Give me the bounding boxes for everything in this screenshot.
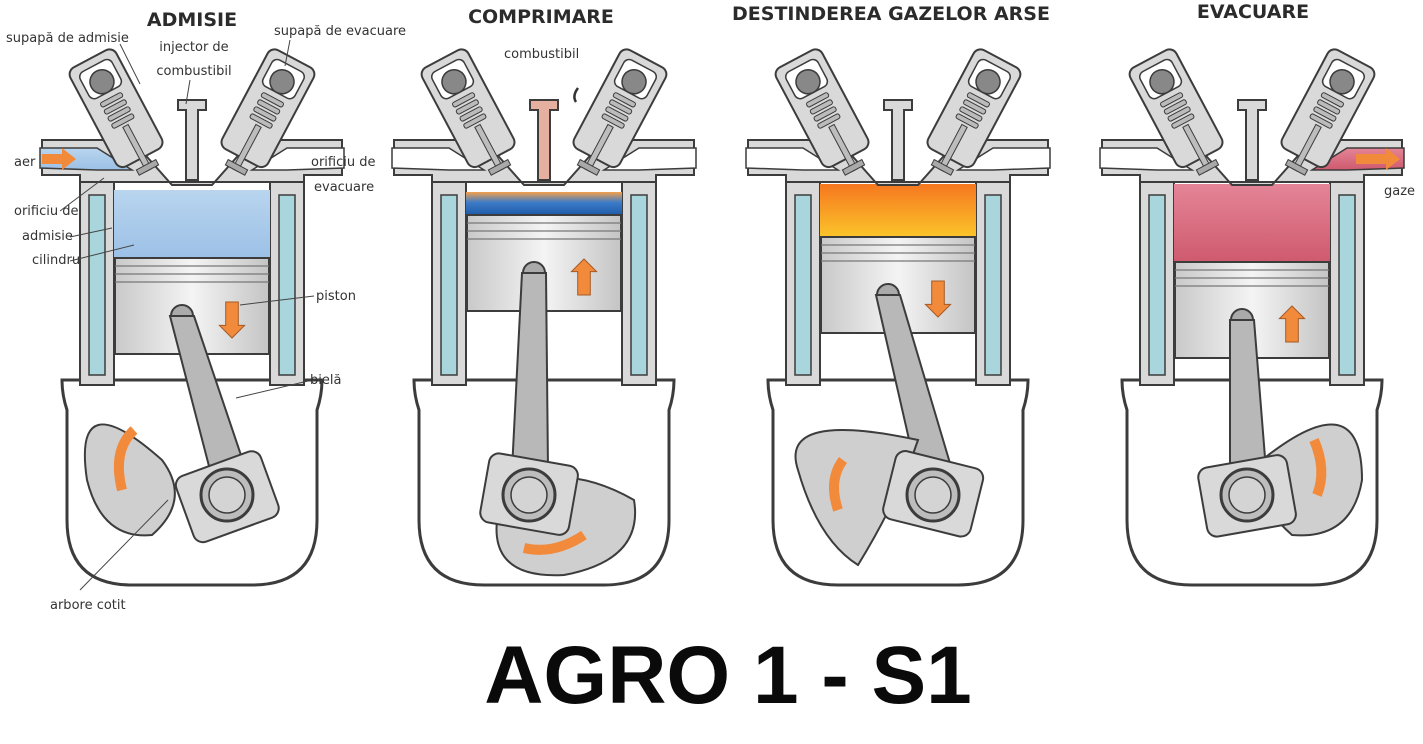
fuel-injector <box>177 99 207 181</box>
label-exhaust-port-1: orificiu de <box>311 155 375 170</box>
chamber-gas <box>820 184 976 237</box>
title-power: DESTINDEREA GAZELOR ARSE <box>732 3 1050 25</box>
exhaust-valve-assembly <box>572 48 668 176</box>
coolant-left <box>794 194 812 376</box>
title-exhaust: EVACUARE <box>1197 1 1309 23</box>
label-air: aer <box>14 155 36 170</box>
rotation-arrow-icon <box>1309 438 1327 497</box>
leader-lines <box>59 39 315 591</box>
fuel-injector <box>1237 99 1267 181</box>
intake-port <box>391 147 487 171</box>
exhaust-valve-assembly <box>1280 48 1376 176</box>
label-gases: gaze <box>1384 184 1415 199</box>
label-injector-2: combustibil <box>156 64 231 79</box>
intake-valve-assembly <box>68 48 164 176</box>
chamber-gas <box>1174 184 1330 262</box>
crank-counterweight <box>83 423 176 537</box>
exhaust-valve-assembly <box>220 48 316 176</box>
label-crankshaft: arbore cotit <box>50 598 126 613</box>
coolant-right <box>1338 194 1356 376</box>
gas-out-arrow-icon <box>1356 148 1400 170</box>
label-cylinder: cilindru <box>32 253 80 268</box>
fuel-arrow-icon <box>573 87 580 103</box>
label-exhaust-valve: supapă de evacuare <box>274 24 406 39</box>
intake-port <box>745 147 841 171</box>
panel-compression <box>391 48 697 587</box>
arrow-down-icon <box>924 280 952 318</box>
coolant-left <box>440 194 458 376</box>
caption: AGRO 1 - S1 <box>484 630 972 721</box>
coolant-left <box>88 194 106 376</box>
label-piston: piston <box>316 289 356 304</box>
title-intake: ADMISIE <box>147 9 237 31</box>
rotation-arrow-icon <box>522 530 587 555</box>
title-compression: COMPRIMARE <box>468 6 614 28</box>
fuel-injector <box>883 99 913 181</box>
label-intake-port-1: orificiu de <box>14 204 78 219</box>
arrow-up-icon <box>570 258 598 296</box>
rotation-arrow-icon <box>829 457 848 512</box>
arrow-down-icon <box>218 301 246 339</box>
label-injector-1: injector de <box>159 40 228 55</box>
exhaust-valve-assembly <box>926 48 1022 176</box>
arrow-up-icon <box>1278 305 1306 343</box>
air-in-arrow-icon <box>42 148 76 170</box>
exhaust-port <box>601 147 697 171</box>
label-exhaust-port-2: evacuare <box>314 180 374 195</box>
coolant-right <box>278 194 296 376</box>
panel-exhaust <box>1099 48 1405 587</box>
panel-power <box>745 48 1051 587</box>
exhaust-port <box>955 147 1051 171</box>
exhaust-port <box>249 147 345 171</box>
coolant-right <box>630 194 648 376</box>
intake-valve-assembly <box>774 48 870 176</box>
label-rod: bielă <box>310 373 341 388</box>
rotation-arrow-icon <box>113 426 138 492</box>
intake-valve-assembly <box>1128 48 1224 176</box>
intake-port <box>1099 147 1195 171</box>
fuel-injector <box>529 99 559 181</box>
chamber-gas <box>114 190 270 258</box>
coolant-right <box>984 194 1002 376</box>
intake-valve-assembly <box>420 48 516 176</box>
label-fuel: combustibil <box>504 47 579 62</box>
chamber-gas <box>466 192 622 215</box>
label-intake-port-2: admisie <box>22 229 73 244</box>
label-intake-valve: supapă de admisie <box>6 31 129 46</box>
panel-intake <box>39 48 345 587</box>
coolant-left <box>1148 194 1166 376</box>
